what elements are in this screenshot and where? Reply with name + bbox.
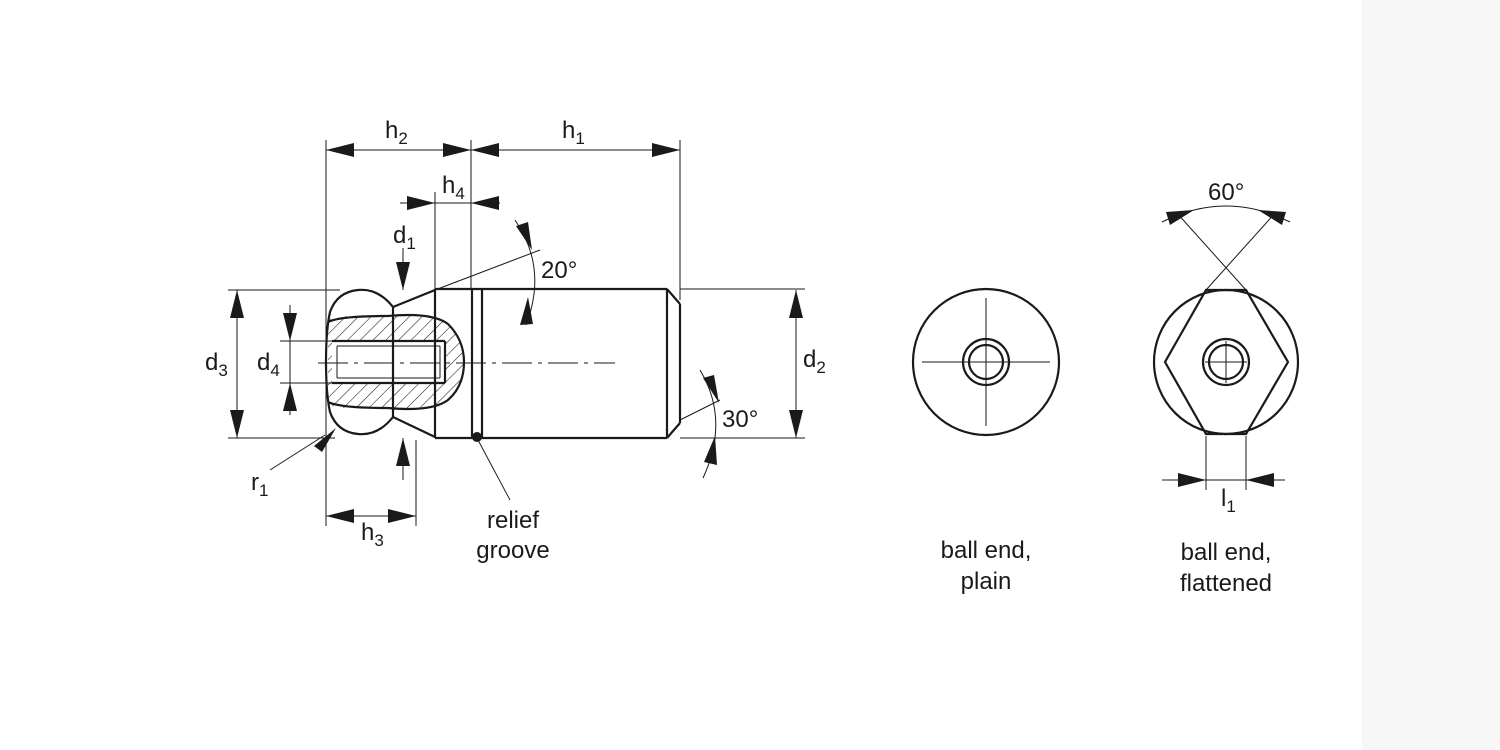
label-d1: d1	[393, 222, 416, 253]
arrow-d3-top	[230, 290, 244, 318]
chamfer-top	[666, 288, 681, 305]
flattened-bore-outer	[1201, 337, 1251, 387]
chamfer-bottom	[666, 422, 681, 439]
label-h3: h3	[361, 519, 384, 550]
threaded-bore	[332, 341, 445, 383]
arrow-d4-bottom	[283, 383, 297, 411]
arrow-60deg-left	[1166, 210, 1194, 225]
label-l1: l1	[1221, 485, 1236, 516]
arrow-60deg-right	[1258, 210, 1286, 225]
arrow-h3-right	[388, 509, 416, 523]
label-angle-20: 20°	[541, 257, 577, 284]
arrow-d3-bottom	[230, 410, 244, 438]
arrow-h1-right	[652, 143, 680, 157]
arrow-30deg-top	[703, 375, 719, 403]
ext-20deg	[434, 249, 541, 291]
caption-relief-groove-line2: groove	[476, 537, 549, 564]
section-boundary	[327, 313, 466, 411]
arrow-d4-top	[283, 313, 297, 341]
label-d4: d4	[257, 349, 280, 380]
end-view-flattened: 60° l1 ball end, flattened	[1152, 179, 1300, 597]
caption-flattened-line2: flattened	[1180, 570, 1272, 597]
neck-bottom-line	[392, 416, 436, 438]
label-h1: h1	[562, 117, 585, 148]
caption-flattened-line1: ball end,	[1181, 539, 1272, 566]
label-h2: h2	[385, 117, 408, 148]
arrow-h4-left	[407, 196, 435, 210]
relief-groove-dot	[472, 432, 482, 442]
arrow-h1-left	[471, 143, 499, 157]
arrow-h3-left	[326, 509, 354, 523]
label-angle-60: 60°	[1208, 179, 1244, 206]
angle-60-line-right	[1205, 211, 1277, 291]
neck-top-line	[392, 288, 436, 309]
label-d2: d2	[803, 346, 826, 377]
arrow-d1-bottom	[396, 438, 410, 466]
label-angle-30: 30°	[722, 406, 758, 433]
arrow-d2-bottom	[789, 410, 803, 438]
arrow-d2-top	[789, 290, 803, 318]
arrow-h2-left	[326, 143, 354, 157]
ext-30deg	[679, 399, 721, 421]
end-view-plain: ball end, plain	[911, 287, 1061, 595]
leader-r1	[269, 434, 326, 471]
label-r1: r1	[251, 469, 268, 500]
angle-60-line-left	[1175, 211, 1247, 291]
label-h4: h4	[442, 172, 465, 203]
right-margin-strip	[1362, 0, 1500, 750]
plain-outer-circle	[911, 287, 1061, 437]
arrow-r1	[314, 428, 336, 452]
arrow-d1-top	[396, 262, 410, 290]
caption-plain-line2: plain	[961, 568, 1012, 595]
arrow-h4-right	[471, 196, 499, 210]
arrow-l1-right	[1246, 473, 1274, 487]
side-view: h2 h1 h4 d1 d3 d4 d2 r1 h3 20° 30° relie…	[205, 117, 826, 564]
caption-plain-line1: ball end,	[941, 537, 1032, 564]
arrow-l1-left	[1178, 473, 1206, 487]
arrow-20deg-top	[516, 222, 532, 250]
label-d3: d3	[205, 349, 228, 380]
arrow-h2-right	[443, 143, 471, 157]
arrow-20deg-bottom	[520, 297, 533, 325]
caption-relief-groove-line1: relief	[487, 507, 539, 534]
leader-relief-groove	[477, 439, 511, 501]
arrow-30deg-bottom	[704, 436, 717, 465]
